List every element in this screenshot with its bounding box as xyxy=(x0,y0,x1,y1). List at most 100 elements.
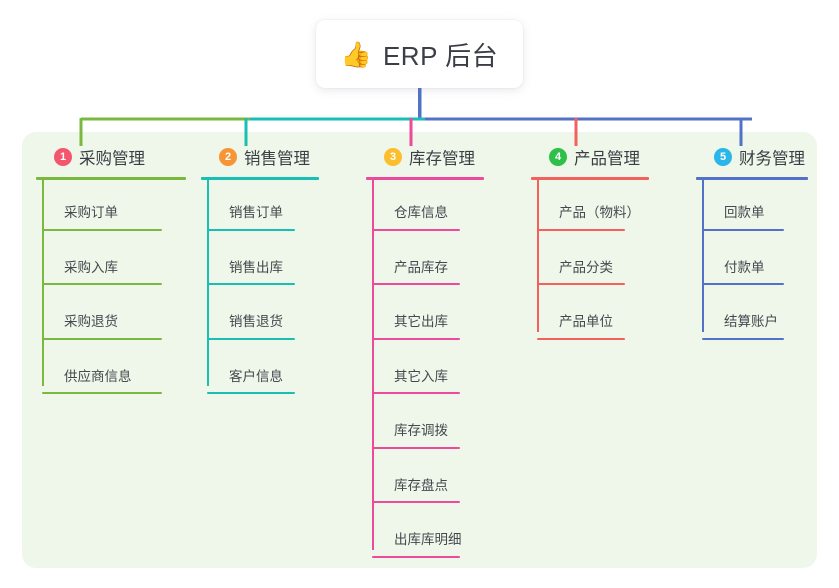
branch-items-5: 回款单付款单结算账户 xyxy=(696,180,808,344)
branch-stem-3 xyxy=(372,180,374,550)
root-title-inner: 👍 ERP 后台 xyxy=(341,36,498,73)
branch-column-4: 4 产品管理产品（物料） 产品分类产品单位 xyxy=(531,144,649,344)
list-item[interactable]: 其它出库 xyxy=(366,315,484,340)
list-item-label: 销售出库 xyxy=(229,259,283,275)
list-item[interactable]: 库存调拨 xyxy=(366,424,484,449)
list-item[interactable]: 仓库信息 xyxy=(366,206,484,231)
list-item-underline xyxy=(372,555,460,558)
list-item-underline xyxy=(207,228,295,231)
branch-title-2: 销售管理 xyxy=(244,150,310,168)
list-item[interactable]: 出库库明细 xyxy=(366,533,484,558)
branch-badge-3: 3 xyxy=(384,148,402,166)
list-item-underline xyxy=(42,337,162,340)
list-item-underline xyxy=(537,228,625,231)
branch-items-4: 产品（物料） 产品分类产品单位 xyxy=(531,180,649,344)
list-item-underline xyxy=(372,446,460,449)
list-item[interactable]: 产品库存 xyxy=(366,259,484,285)
branch-underline-3 xyxy=(366,177,484,180)
list-item[interactable]: 产品单位 xyxy=(531,315,649,340)
list-item[interactable]: 销售出库 xyxy=(201,259,319,285)
list-item-underline xyxy=(42,283,162,285)
list-item-label: 回款单 xyxy=(724,205,765,220)
list-item[interactable]: 客户信息 xyxy=(201,368,319,394)
branch-header-3[interactable]: 3 库存管理 xyxy=(366,144,484,170)
list-item-label: 库存调拨 xyxy=(394,423,448,438)
list-item-underline xyxy=(537,337,625,340)
list-item-underline xyxy=(372,337,460,340)
branch-title-1: 采购管理 xyxy=(79,150,145,168)
branch-items-2: 销售订单销售出库销售退货客户信息 xyxy=(201,180,319,398)
branch-badge-1: 1 xyxy=(54,148,72,166)
list-item-underline xyxy=(207,283,295,285)
list-item-label: 库存盘点 xyxy=(394,477,448,493)
list-item-underline xyxy=(207,392,295,394)
list-item[interactable]: 产品分类 xyxy=(531,259,649,285)
list-item-label: 产品（物料） xyxy=(559,205,640,220)
branch-underline-4 xyxy=(531,177,649,180)
list-item-label: 供应商信息 xyxy=(64,368,132,384)
branches-background-panel xyxy=(22,132,817,568)
list-item[interactable]: 采购退货 xyxy=(36,315,186,340)
list-item-underline xyxy=(42,392,162,394)
branch-underline-1 xyxy=(36,177,186,180)
list-item-underline xyxy=(372,392,460,394)
branch-column-1: 1 采购管理采购订单采购入库采购退货供应商信息 xyxy=(36,144,186,398)
branch-badge-2: 2 xyxy=(219,148,237,166)
list-item-label: 其它入库 xyxy=(394,368,448,384)
list-item-label: 销售订单 xyxy=(229,205,283,220)
branch-title-3: 库存管理 xyxy=(409,150,475,168)
branch-header-1[interactable]: 1 采购管理 xyxy=(36,144,186,170)
list-item[interactable]: 库存盘点 xyxy=(366,477,484,503)
list-item-label: 采购退货 xyxy=(64,314,118,329)
list-item-label: 客户信息 xyxy=(229,368,283,384)
list-item-underline xyxy=(702,283,784,285)
list-item[interactable]: 采购订单 xyxy=(36,206,186,231)
list-item-underline xyxy=(702,228,784,231)
list-item-underline xyxy=(537,283,625,285)
list-item-underline xyxy=(42,228,162,231)
list-item[interactable]: 采购入库 xyxy=(36,259,186,285)
list-item-label: 产品分类 xyxy=(559,259,613,275)
list-item-label: 出库库明细 xyxy=(394,532,462,547)
list-item[interactable]: 回款单 xyxy=(696,206,808,231)
list-item[interactable]: 销售退货 xyxy=(201,315,319,340)
branch-column-2: 2 销售管理销售订单销售出库销售退货客户信息 xyxy=(201,144,319,398)
list-item-label: 其它出库 xyxy=(394,314,448,329)
list-item-label: 产品库存 xyxy=(394,259,448,275)
list-item-underline xyxy=(372,501,460,503)
root-title-text: ERP 后台 xyxy=(382,40,499,71)
list-item-label: 销售退货 xyxy=(229,314,283,329)
branch-title-4: 产品管理 xyxy=(574,150,640,168)
branch-badge-4: 4 xyxy=(549,148,567,166)
thumbs-up-icon: 👍 xyxy=(340,40,372,69)
list-item[interactable]: 供应商信息 xyxy=(36,368,186,394)
branch-stem-5 xyxy=(702,180,704,332)
list-item[interactable]: 其它入库 xyxy=(366,368,484,394)
list-item[interactable]: 结算账户 xyxy=(696,315,808,340)
branch-items-3: 仓库信息产品库存其它出库其它入库库存调拨库存盘点出库库明细 xyxy=(366,180,484,562)
list-item-underline xyxy=(372,228,460,231)
branch-column-3: 3 库存管理仓库信息产品库存其它出库其它入库库存调拨库存盘点出库库明细 xyxy=(366,144,484,562)
branch-header-4[interactable]: 4 产品管理 xyxy=(531,144,649,170)
list-item[interactable]: 销售订单 xyxy=(201,206,319,231)
branch-stem-4 xyxy=(537,180,539,332)
branch-badge-5: 5 xyxy=(714,148,732,166)
branch-header-2[interactable]: 2 销售管理 xyxy=(201,144,319,170)
root-title-card[interactable]: 👍 ERP 后台 xyxy=(316,20,523,88)
list-item-label: 采购订单 xyxy=(64,205,118,220)
list-item-label: 产品单位 xyxy=(559,314,613,329)
list-item-underline xyxy=(702,337,784,340)
list-item-label: 采购入库 xyxy=(64,259,118,275)
list-item-label: 结算账户 xyxy=(724,314,778,329)
list-item[interactable]: 产品（物料） xyxy=(531,206,649,231)
list-item-label: 仓库信息 xyxy=(394,205,448,220)
list-item-underline xyxy=(207,337,295,340)
branch-items-1: 采购订单采购入库采购退货供应商信息 xyxy=(36,180,186,398)
list-item[interactable]: 付款单 xyxy=(696,259,808,285)
list-item-underline xyxy=(372,283,460,285)
branch-underline-2 xyxy=(201,177,319,180)
list-item-label: 付款单 xyxy=(724,259,765,275)
